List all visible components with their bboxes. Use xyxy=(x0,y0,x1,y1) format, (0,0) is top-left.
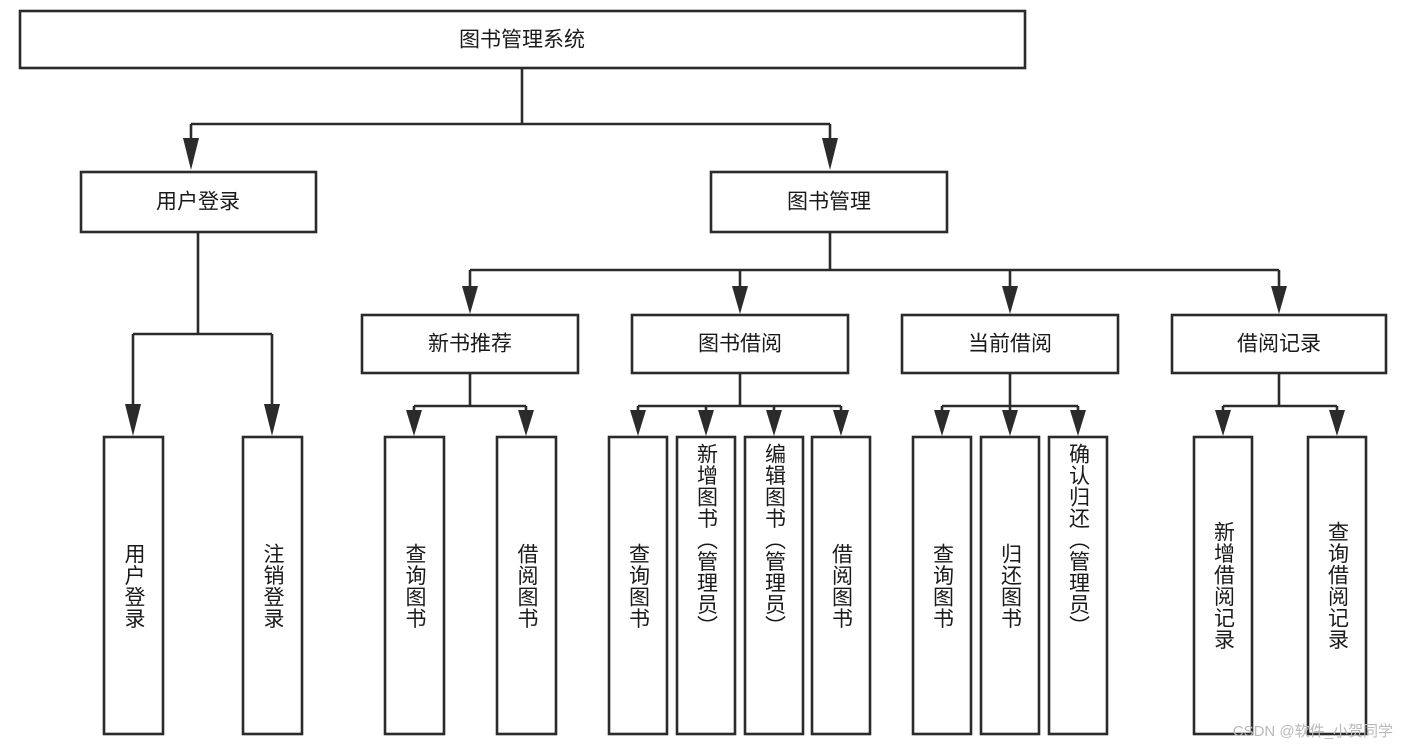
leaf-query-record-box[interactable] xyxy=(1306,435,1368,736)
node-book-borrow-label: 图书借阅 xyxy=(698,333,782,356)
node-new-book-recommend[interactable]: 新书推荐 xyxy=(360,313,580,375)
node-current-borrow-label: 当前借阅 xyxy=(968,333,1052,356)
node-user-login-label: 用户登录 xyxy=(156,191,240,214)
node-root[interactable]: 图书管理系统 xyxy=(18,9,1027,70)
arrow-head-leaf-return-book xyxy=(1002,410,1018,436)
leaf-add-book-box[interactable] xyxy=(675,435,737,736)
node-book-manage-label: 图书管理 xyxy=(787,191,871,214)
leaf-user-login-box[interactable] xyxy=(102,435,165,736)
node-current-borrow[interactable]: 当前借阅 xyxy=(900,313,1120,375)
arrow-head-book-manage xyxy=(822,138,838,170)
arrow-head-borrow-record xyxy=(1271,286,1287,314)
leaf-borrow-book-1-box[interactable] xyxy=(495,435,558,736)
arrow-head-leaf-query-book-2 xyxy=(630,410,646,436)
nodes-layer: 图书管理系统 用户登录 图书管理 新书推荐 图书借阅 当前 xyxy=(18,9,1388,736)
node-book-manage[interactable]: 图书管理 xyxy=(709,170,949,234)
leaf-query-book-2-box[interactable] xyxy=(607,435,669,736)
arrow-head-leaf-query-book-3 xyxy=(934,410,950,436)
arrow-head-leaf-query-book-1 xyxy=(406,410,422,436)
arrow-head-user-login xyxy=(183,138,199,170)
arrow-head-new-book-recommend xyxy=(462,286,478,314)
leaf-return-book-box[interactable] xyxy=(979,435,1041,736)
arrow-head-leaf-borrow-book-2 xyxy=(833,410,849,436)
node-root-label: 图书管理系统 xyxy=(459,29,585,52)
node-new-book-recommend-box[interactable] xyxy=(360,313,580,375)
arrow-head-leaf-user-logout xyxy=(264,404,280,436)
leaf-add-record-box[interactable] xyxy=(1192,435,1254,736)
node-borrow-record-box[interactable] xyxy=(1170,313,1388,375)
connectors-layer xyxy=(125,68,1345,436)
watermark-text: CSDN @软件_小贺同学 xyxy=(1232,723,1393,740)
arrow-head-leaf-add-book xyxy=(698,410,714,436)
node-user-login[interactable]: 用户登录 xyxy=(79,170,318,234)
node-root-box[interactable] xyxy=(18,9,1027,70)
arrow-head-leaf-user-login xyxy=(125,404,141,436)
arrow-head-leaf-query-record xyxy=(1329,410,1345,436)
node-user-login-box[interactable] xyxy=(79,170,318,234)
node-book-borrow[interactable]: 图书借阅 xyxy=(630,313,850,375)
leaf-confirm-return-box[interactable] xyxy=(1047,435,1109,736)
arrow-head-leaf-edit-book xyxy=(766,410,782,436)
leaf-borrow-book-2-box[interactable] xyxy=(810,435,872,736)
node-book-borrow-box[interactable] xyxy=(630,313,850,375)
arrow-head-leaf-confirm-return xyxy=(1070,410,1086,436)
arrow-head-book-borrow xyxy=(732,286,748,314)
node-book-manage-box[interactable] xyxy=(709,170,949,234)
node-new-book-recommend-label: 新书推荐 xyxy=(428,333,512,356)
arrow-head-current-borrow xyxy=(1002,286,1018,314)
node-borrow-record[interactable]: 借阅记录 xyxy=(1170,313,1388,375)
node-borrow-record-label: 借阅记录 xyxy=(1237,333,1321,356)
leaf-query-book-3-box[interactable] xyxy=(911,435,973,736)
arrow-head-leaf-borrow-book-1 xyxy=(518,410,534,436)
leaf-edit-book-box[interactable] xyxy=(743,435,805,736)
arrow-head-leaf-add-record xyxy=(1215,410,1231,436)
node-current-borrow-box[interactable] xyxy=(900,313,1120,375)
leaf-query-book-1-box[interactable] xyxy=(383,435,446,736)
leaf-user-logout-box[interactable] xyxy=(241,435,304,736)
